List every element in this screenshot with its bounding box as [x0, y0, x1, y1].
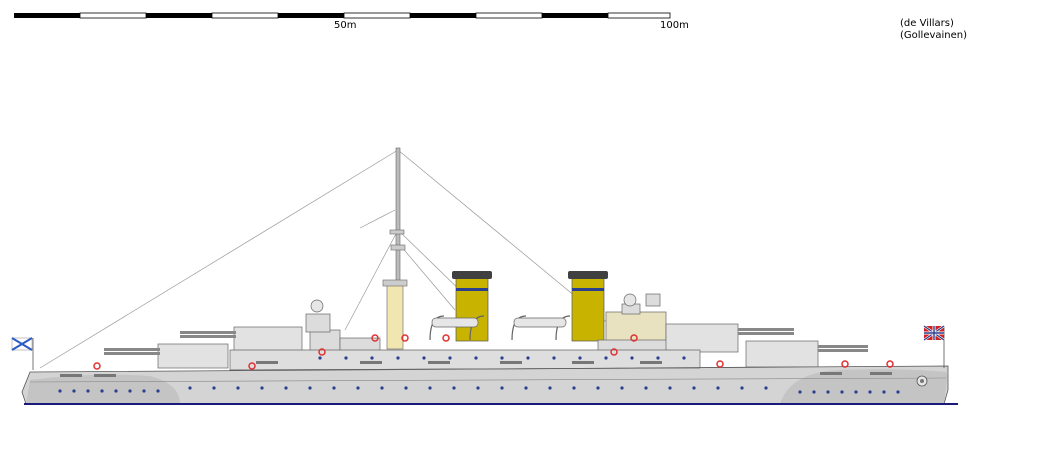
porthole — [798, 390, 802, 394]
porthole — [620, 386, 624, 390]
forward-funnel — [452, 271, 492, 342]
porthole — [380, 386, 384, 390]
scale-label-100m: 100m — [660, 20, 689, 31]
st-andrew-ensign-icon — [11, 337, 34, 370]
portholes — [58, 356, 900, 394]
porthole — [448, 356, 452, 360]
porthole — [188, 386, 192, 390]
porthole — [526, 356, 530, 360]
porthole — [476, 386, 480, 390]
scale-segment — [146, 13, 212, 18]
scale-segment — [607, 12, 671, 19]
porthole — [428, 386, 432, 390]
hull — [21, 365, 949, 405]
porthole — [356, 386, 360, 390]
porthole — [682, 356, 686, 360]
aft-funnel — [568, 271, 608, 342]
porthole — [308, 386, 312, 390]
porthole — [578, 356, 582, 360]
porthole — [826, 390, 830, 394]
porthole — [596, 386, 600, 390]
porthole — [142, 389, 146, 393]
porthole — [548, 386, 552, 390]
porthole — [692, 386, 696, 390]
scale-segment — [542, 13, 608, 18]
anchor-icon — [916, 375, 928, 387]
porthole — [404, 386, 408, 390]
porthole — [896, 390, 900, 394]
casemate-deck — [229, 349, 701, 371]
porthole — [812, 390, 816, 394]
porthole — [100, 389, 104, 393]
porthole — [318, 356, 322, 360]
porthole — [644, 386, 648, 390]
porthole — [212, 386, 216, 390]
scale-segment — [278, 13, 344, 18]
porthole — [630, 356, 634, 360]
porthole — [524, 386, 528, 390]
porthole — [128, 389, 132, 393]
porthole — [72, 389, 76, 393]
porthole — [500, 356, 504, 360]
porthole — [840, 390, 844, 394]
aft-turret-lower — [745, 340, 868, 368]
porthole — [868, 390, 872, 394]
porthole — [668, 386, 672, 390]
forward-superstructure — [305, 299, 381, 355]
porthole — [572, 386, 576, 390]
porthole — [474, 356, 478, 360]
porthole — [422, 356, 426, 360]
waterline — [24, 403, 958, 405]
lifebuoys — [93, 334, 894, 370]
porthole — [284, 386, 288, 390]
porthole — [882, 390, 886, 394]
jack-flag-icon — [923, 325, 945, 368]
boats — [431, 317, 567, 328]
porthole — [370, 356, 374, 360]
scale-segment — [410, 13, 476, 18]
scale-bar-segments — [14, 12, 671, 19]
porthole — [344, 356, 348, 360]
scale-label-50m: 50m — [334, 20, 357, 31]
porthole — [740, 386, 744, 390]
porthole — [396, 356, 400, 360]
porthole — [604, 356, 608, 360]
porthole — [236, 386, 240, 390]
porthole — [552, 356, 556, 360]
credit-line-2: (Gollevainen) — [900, 30, 968, 41]
porthole — [332, 386, 336, 390]
porthole — [452, 386, 456, 390]
porthole — [58, 389, 62, 393]
porthole — [156, 389, 160, 393]
porthole — [260, 386, 264, 390]
fore-turret-upper — [180, 326, 303, 354]
porthole — [656, 356, 660, 360]
porthole — [764, 386, 768, 390]
scale-segment — [14, 13, 80, 18]
porthole — [500, 386, 504, 390]
main-mast — [382, 147, 408, 350]
casemate-guns — [60, 361, 892, 377]
fore-turret-lower — [104, 343, 229, 369]
porthole — [716, 386, 720, 390]
porthole — [114, 389, 118, 393]
credit-line-1: (de Villars) — [900, 18, 954, 29]
porthole — [86, 389, 90, 393]
porthole — [854, 390, 858, 394]
aft-turret-upper — [665, 323, 794, 353]
